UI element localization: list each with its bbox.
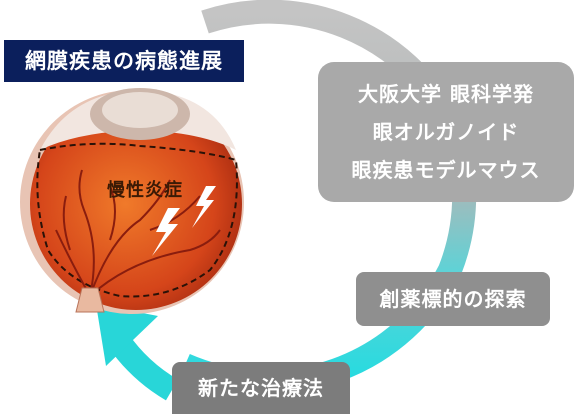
lightning-icon xyxy=(152,208,180,256)
research-source-box: 大阪大学 眼科学発 眼オルガノイド 眼疾患モデルマウス xyxy=(318,62,574,202)
cycle-arrowhead xyxy=(96,304,158,366)
eye-illustration xyxy=(20,88,244,314)
eye-inflammation-label: 慢性炎症 xyxy=(107,180,183,201)
research-line: 眼疾患モデルマウス xyxy=(351,158,541,182)
research-line: 大阪大学 眼科学発 xyxy=(358,82,534,106)
new-therapy-box: 新たな治療法 xyxy=(172,362,350,414)
diagram-title: 網膜疾患の病態進展 xyxy=(4,40,244,82)
drug-target-box: 創薬標的の探索 xyxy=(356,272,550,326)
research-line: 眼オルガノイド xyxy=(372,120,520,144)
lightning-icon xyxy=(192,186,216,228)
cycle-arrow-tail xyxy=(108,332,179,401)
